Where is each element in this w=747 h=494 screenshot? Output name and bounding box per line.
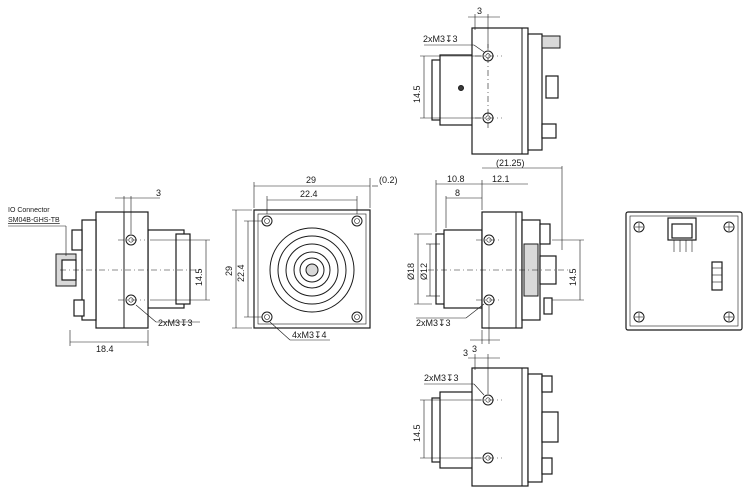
top-view-connector bbox=[541, 35, 561, 49]
top-view-width-dim: 3 bbox=[477, 6, 482, 16]
right-view-hole-label: 2xM3↧3 bbox=[416, 318, 451, 328]
top-view bbox=[420, 14, 561, 155]
left-side-view bbox=[8, 196, 210, 346]
right-view-dia-inner: Ø12 bbox=[419, 263, 429, 280]
front-view-inner-dim: 22.4 bbox=[300, 189, 318, 199]
right-view-height-dim: 14.5 bbox=[568, 268, 578, 286]
bottom-view-width-dim: 3 bbox=[463, 348, 468, 358]
left-view-height-dim: 14.5 bbox=[194, 268, 204, 286]
right-view-dim-c: 8 bbox=[455, 188, 460, 198]
top-view-lens-ring bbox=[439, 54, 477, 126]
right-view-dim-a: 10.8 bbox=[447, 174, 465, 184]
front-view-hole-label: 4xM3↧4 bbox=[292, 330, 327, 340]
front-view-screw bbox=[351, 215, 363, 227]
bottom-view-back-plate bbox=[527, 373, 543, 483]
right-view-dim-b: 12.1 bbox=[492, 174, 510, 184]
rear-view-screw bbox=[723, 221, 735, 233]
front-view-tolerance-dim: (0.2) bbox=[379, 175, 398, 185]
front-view bbox=[232, 178, 378, 341]
io-connector-label: IO Connector bbox=[8, 207, 50, 214]
front-view-lens-outer bbox=[269, 227, 355, 313]
rear-view-port bbox=[711, 261, 723, 291]
front-view-lens-inner bbox=[293, 251, 331, 289]
right-view-bottom-dim: 3 bbox=[472, 344, 477, 354]
front-view-screw bbox=[351, 311, 363, 323]
right-view-dia-outer: Ø18 bbox=[406, 263, 416, 280]
rear-view-body bbox=[625, 211, 743, 331]
left-view-hole-label: 2xM3↧3 bbox=[158, 318, 193, 328]
right-view-total-dim: (21.25) bbox=[496, 158, 525, 168]
top-view-height-dim: 14.5 bbox=[412, 85, 422, 103]
top-view-hole-label: 2xM3↧3 bbox=[423, 34, 458, 44]
front-view-outer-dim: 29 bbox=[306, 175, 316, 185]
rear-view-screw bbox=[633, 221, 645, 233]
bottom-view-body bbox=[471, 367, 529, 487]
front-view-vertical-outer: 29 bbox=[224, 266, 234, 276]
io-connector-part: SM04B-GHS-TB bbox=[8, 217, 60, 224]
bottom-view-height-dim: 14.5 bbox=[412, 424, 422, 442]
top-view-body bbox=[471, 27, 529, 155]
right-side-view bbox=[414, 166, 584, 344]
left-view-length-dim: 18.4 bbox=[96, 344, 114, 354]
bottom-view-hole-label: 2xM3↧3 bbox=[424, 373, 459, 383]
rear-view-screw bbox=[723, 311, 735, 323]
rear-view-screw bbox=[633, 311, 645, 323]
rear-view bbox=[625, 211, 743, 331]
bottom-view bbox=[420, 354, 559, 487]
top-view-back-plate bbox=[527, 33, 543, 151]
left-view-width-dim: 3 bbox=[156, 188, 161, 198]
front-view-vertical-inner: 22.4 bbox=[236, 264, 246, 282]
